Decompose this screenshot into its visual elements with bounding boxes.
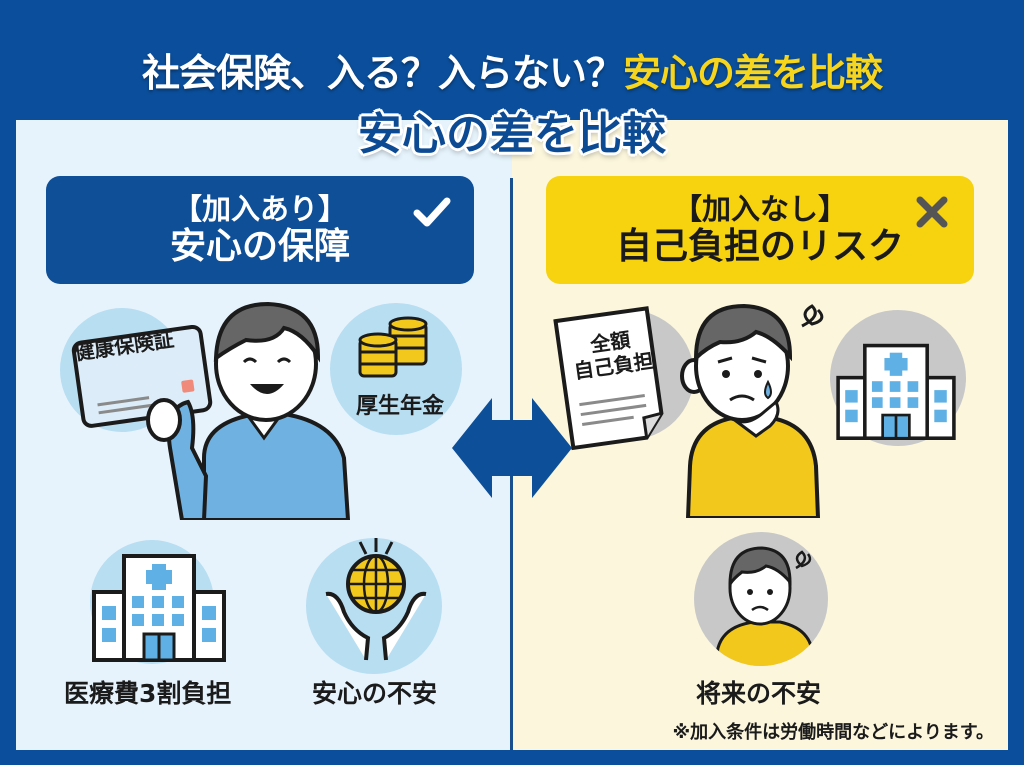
- comparison-panel: 【加入あり】 安心の保障 健康保険証: [16, 120, 1008, 750]
- right-header-box: 【加入なし】 自己負担のリスク: [546, 176, 974, 284]
- page-title-line2: 安心の差を比較: [358, 109, 666, 160]
- worried-person-small-icon: [713, 546, 816, 666]
- future-worry-circle: [694, 532, 828, 666]
- right-header-line2: 自己負担のリスク: [615, 225, 904, 267]
- footnote: ※加入条件は労働時間などによります。: [672, 722, 994, 743]
- double-arrow-icon: [452, 398, 572, 498]
- pension-label: 厚生年金: [356, 394, 445, 419]
- check-icon: [413, 197, 451, 227]
- cross-icon: [916, 196, 948, 228]
- bill-document-icon: [553, 306, 664, 451]
- left-panel-enrolled: 【加入あり】 安心の保障 健康保険証: [16, 120, 512, 750]
- left-header-line2: 安心の保障: [169, 225, 350, 267]
- medical-cost-label: 医療費3割負担: [64, 679, 232, 708]
- left-header-line1: 【加入あり】: [172, 191, 347, 226]
- future-worry-label: 将来の不安: [696, 679, 822, 708]
- hospital-icon: [92, 554, 226, 662]
- title-white-text: 社会保険、入る？入らない？: [141, 51, 624, 95]
- right-header-line1: 【加入なし】: [672, 191, 847, 226]
- page-title-line1: 社会保険、入る？入らない？安心の差を比較: [0, 42, 1024, 97]
- right-panel-not-enrolled: 【加入なし】 自己負担のリスク 全額 自己負担: [512, 120, 1008, 750]
- smiling-person-icon: [146, 301, 351, 520]
- hospital-icon: [836, 343, 956, 440]
- hands-globe-icon: [325, 538, 427, 661]
- peace-of-mind-label: 安心の不安: [312, 679, 438, 708]
- title-highlight-text: 安心の差を比較: [623, 51, 883, 95]
- worried-person-icon: [680, 303, 824, 518]
- left-header-box: 【加入あり】 安心の保障: [46, 176, 474, 284]
- coin-stack-icon: [358, 316, 428, 378]
